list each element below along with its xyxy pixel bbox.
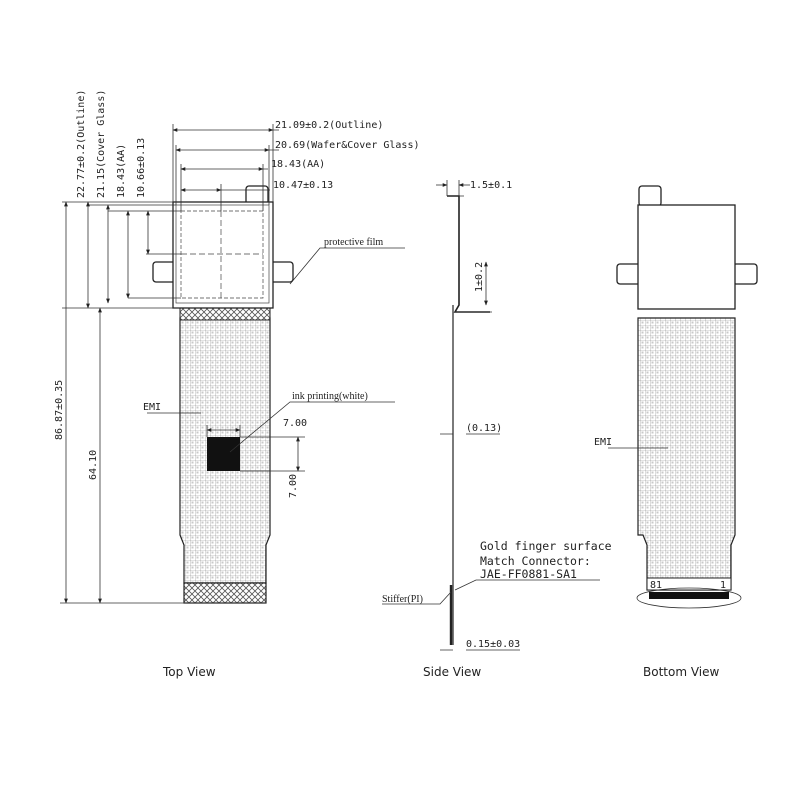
bottom-right-tab bbox=[732, 263, 758, 285]
label-stiffener: Stiffer(PI) bbox=[382, 594, 423, 605]
ink-printing-square bbox=[207, 437, 240, 471]
label-gold-line3: JAE-FF0881-SA1 bbox=[480, 567, 577, 581]
label-outline-h: 22.77±0.2(Outline) bbox=[76, 90, 87, 198]
label-side-bend: 1±0.2 bbox=[474, 262, 485, 292]
label-top-emi: EMI bbox=[143, 402, 161, 413]
label-wafer-w: 20.69(Wafer&Cover Glass) bbox=[275, 140, 420, 151]
side-thick-ext bbox=[446, 180, 492, 313]
top-view: 7.00 7.00 21.09±0.2(Outline) 20.69(Wafer… bbox=[54, 90, 420, 679]
top-v-extension-lines bbox=[60, 201, 184, 604]
dim-leader-lines bbox=[221, 129, 279, 191]
side-stack bbox=[447, 195, 490, 313]
label-aa-offset-w: 10.47±0.13 bbox=[273, 180, 333, 191]
bottom-gold-fingers bbox=[649, 592, 729, 599]
ink-w-label: 7.00 bbox=[283, 418, 307, 429]
bottom-detail-circle bbox=[636, 587, 742, 609]
side-view: 1.5±0.1 1±0.2 (0.13) 0.15±0.03 Stiffer(P… bbox=[382, 180, 612, 679]
label-gold-line2: Match Connector: bbox=[480, 554, 591, 568]
top-active-area bbox=[180, 210, 264, 299]
label-aa-w: 18.43(AA) bbox=[271, 159, 325, 170]
label-cover-h: 21.15(Cover Glass) bbox=[96, 90, 107, 198]
callout-gold-leader bbox=[454, 579, 600, 591]
label-side-thickness: 1.5±0.1 bbox=[470, 180, 512, 191]
bottom-fpc-tail bbox=[637, 317, 736, 591]
label-aa-offset-h: 10.66±0.13 bbox=[136, 138, 147, 198]
ink-dim-lines bbox=[206, 425, 305, 472]
bottom-view: 81 1 EMI Bottom View bbox=[594, 185, 758, 679]
top-h-extension-lines bbox=[172, 124, 274, 211]
top-outline bbox=[172, 201, 274, 309]
label-side-fpc-thk: (0.13) bbox=[466, 423, 502, 434]
callout-stiffener-leader bbox=[382, 591, 452, 605]
label-fpc-len: 64.10 bbox=[88, 450, 99, 480]
bottom-upper-tab bbox=[638, 185, 662, 207]
label-protective-film: protective film bbox=[324, 237, 383, 248]
label-pin-last: 1 bbox=[720, 580, 726, 591]
callout-ink-leader bbox=[229, 401, 395, 453]
label-pin-first: 81 bbox=[650, 580, 662, 591]
label-outline-w: 21.09±0.2(Outline) bbox=[275, 120, 383, 131]
top-gold-finger bbox=[183, 582, 267, 604]
title-bottom-view: Bottom View bbox=[643, 665, 719, 679]
top-aa-center-lines bbox=[181, 211, 263, 298]
label-ink: ink printing(white) bbox=[292, 391, 368, 402]
title-side-view: Side View bbox=[423, 665, 481, 679]
title-top-view: Top View bbox=[162, 665, 216, 679]
label-bottom-emi: EMI bbox=[594, 437, 612, 448]
label-gold-line1: Gold finger surface bbox=[480, 539, 612, 553]
bottom-connector-strip bbox=[646, 577, 732, 591]
top-fpc-band bbox=[179, 307, 271, 321]
ink-h-label: 7.00 bbox=[288, 474, 299, 498]
label-total-len: 86.87±0.35 bbox=[54, 380, 65, 440]
label-side-stiff-thk: 0.15±0.03 bbox=[466, 639, 520, 650]
callout-protective-film-leader bbox=[289, 247, 405, 285]
bottom-outline bbox=[637, 204, 736, 310]
label-aa-h: 18.43(AA) bbox=[116, 144, 127, 198]
